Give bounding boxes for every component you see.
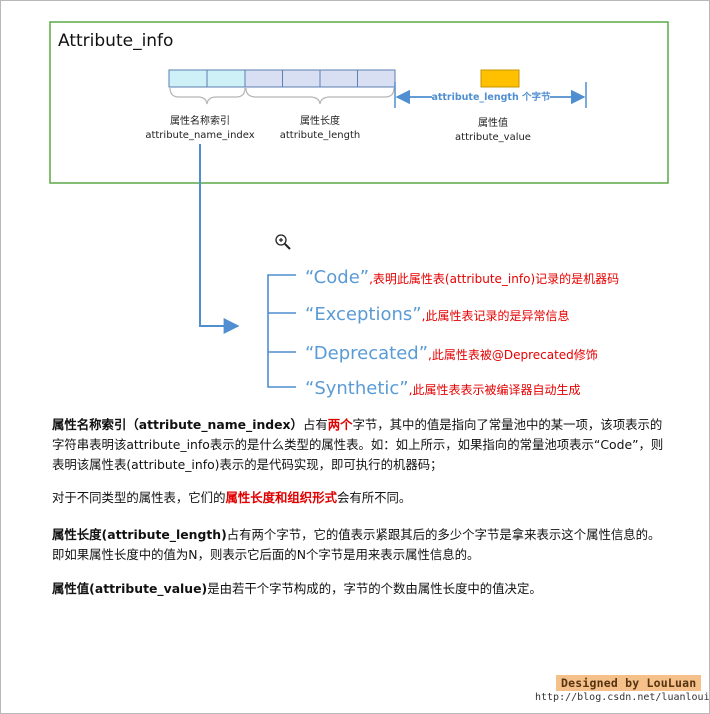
length-byte-cell — [282, 69, 321, 88]
name-index-label-en: attribute_name_index — [145, 130, 254, 141]
designer-signature: Designed by LouLuan — [556, 675, 702, 691]
attribute-info-title: Attribute_info — [58, 31, 173, 51]
name-index-connector — [199, 144, 240, 334]
name-index-cells — [168, 69, 246, 88]
length-label-en: attribute_length — [280, 130, 361, 141]
attribute-item-code: “Code”,表明此属性表(attribute_info)记录的是机器码 — [305, 267, 619, 288]
zoom-cursor-icon — [275, 234, 291, 250]
paragraph-text: 会有所不同。 — [336, 490, 412, 505]
span-label-bg — [432, 89, 550, 104]
paragraph-text: 占有两个字节，它的值表示紧跟其后的多少个字节是拿来表示这个属性信息的。即如果属性… — [52, 527, 661, 562]
length-byte-cell — [319, 69, 358, 88]
attribute-info-diagram: Attribute_info 属性名称索引 attribute_name_ind… — [49, 21, 669, 399]
paragraph-attribute-length: 属性长度(attribute_length)占有两个字节，它的值表示紧跟其后的多… — [52, 525, 672, 565]
highlight-two-bytes: 两个 — [327, 417, 353, 432]
term-attribute-length: 属性长度(attribute_length) — [52, 527, 227, 542]
attribute-keyword: “Synthetic” — [305, 378, 409, 399]
term-attribute-value: 属性值(attribute_value) — [52, 581, 208, 596]
value-cell — [480, 69, 520, 88]
attribute-description: ,此属性表被@Deprecated修饰 — [428, 347, 598, 362]
paragraph-text: 字节，其中的值是指向了常量池中的某一项，该项表示的字符串表明该attribute… — [52, 417, 664, 472]
highlight-length-and-structure: 属性长度和组织形式 — [225, 490, 337, 505]
paragraph-text: 对于不同类型的属性表，它们的 — [52, 490, 226, 505]
length-cells — [244, 69, 396, 88]
attribute-list: “Code”,表明此属性表(attribute_info)记录的是机器码 “Ex… — [305, 267, 619, 399]
paragraph-text: 占有 — [302, 417, 328, 432]
attribute-description: ,此属性表表示被编译器自动生成 — [409, 382, 581, 397]
attribute-keyword: “Exceptions” — [305, 304, 422, 325]
length-span-label: attribute_length 个字节 — [431, 91, 551, 103]
term-name-index: 属性名称索引（attribute_name_index） — [52, 417, 303, 432]
attribute-keyword: “Code” — [305, 267, 369, 288]
length-brace — [245, 87, 395, 105]
paragraph-name-index: 属性名称索引（attribute_name_index）占有两个字节，其中的值是… — [52, 415, 672, 475]
name-index-label-cn: 属性名称索引 — [170, 114, 230, 127]
paragraph-text: 是由若干个字节构成的，字节的个数由属性长度中的值决定。 — [207, 581, 542, 596]
name-index-byte-cell — [168, 69, 208, 88]
attribute-item-synthetic: “Synthetic”,此属性表表示被编译器自动生成 — [305, 378, 580, 399]
attribute-list-bracket — [267, 274, 296, 388]
name-index-byte-cell — [206, 69, 246, 88]
length-byte-cell — [357, 69, 396, 88]
length-label-cn: 属性长度 — [300, 114, 340, 127]
name-index-brace — [169, 87, 246, 105]
value-label-cn: 属性值 — [478, 116, 508, 129]
attribute-keyword: “Deprecated” — [305, 343, 428, 364]
length-byte-cell — [244, 69, 283, 88]
attribute-item-exceptions: “Exceptions”,此属性表记录的是异常信息 — [305, 304, 569, 325]
attribute-description: ,此属性表记录的是异常信息 — [422, 308, 570, 323]
paragraph-attribute-types: 对于不同类型的属性表，它们的属性长度和组织形式会有所不同。 — [52, 488, 672, 508]
blog-url: http://blog.csdn.net/luanlouis — [535, 692, 710, 703]
paragraph-attribute-value: 属性值(attribute_value)是由若干个字节构成的，字节的个数由属性长… — [52, 579, 672, 599]
attribute-description: ,表明此属性表(attribute_info)记录的是机器码 — [369, 271, 619, 286]
value-label-en: attribute_value — [455, 132, 531, 143]
attribute-item-deprecated: “Deprecated”,此属性表被@Deprecated修饰 — [305, 343, 598, 364]
